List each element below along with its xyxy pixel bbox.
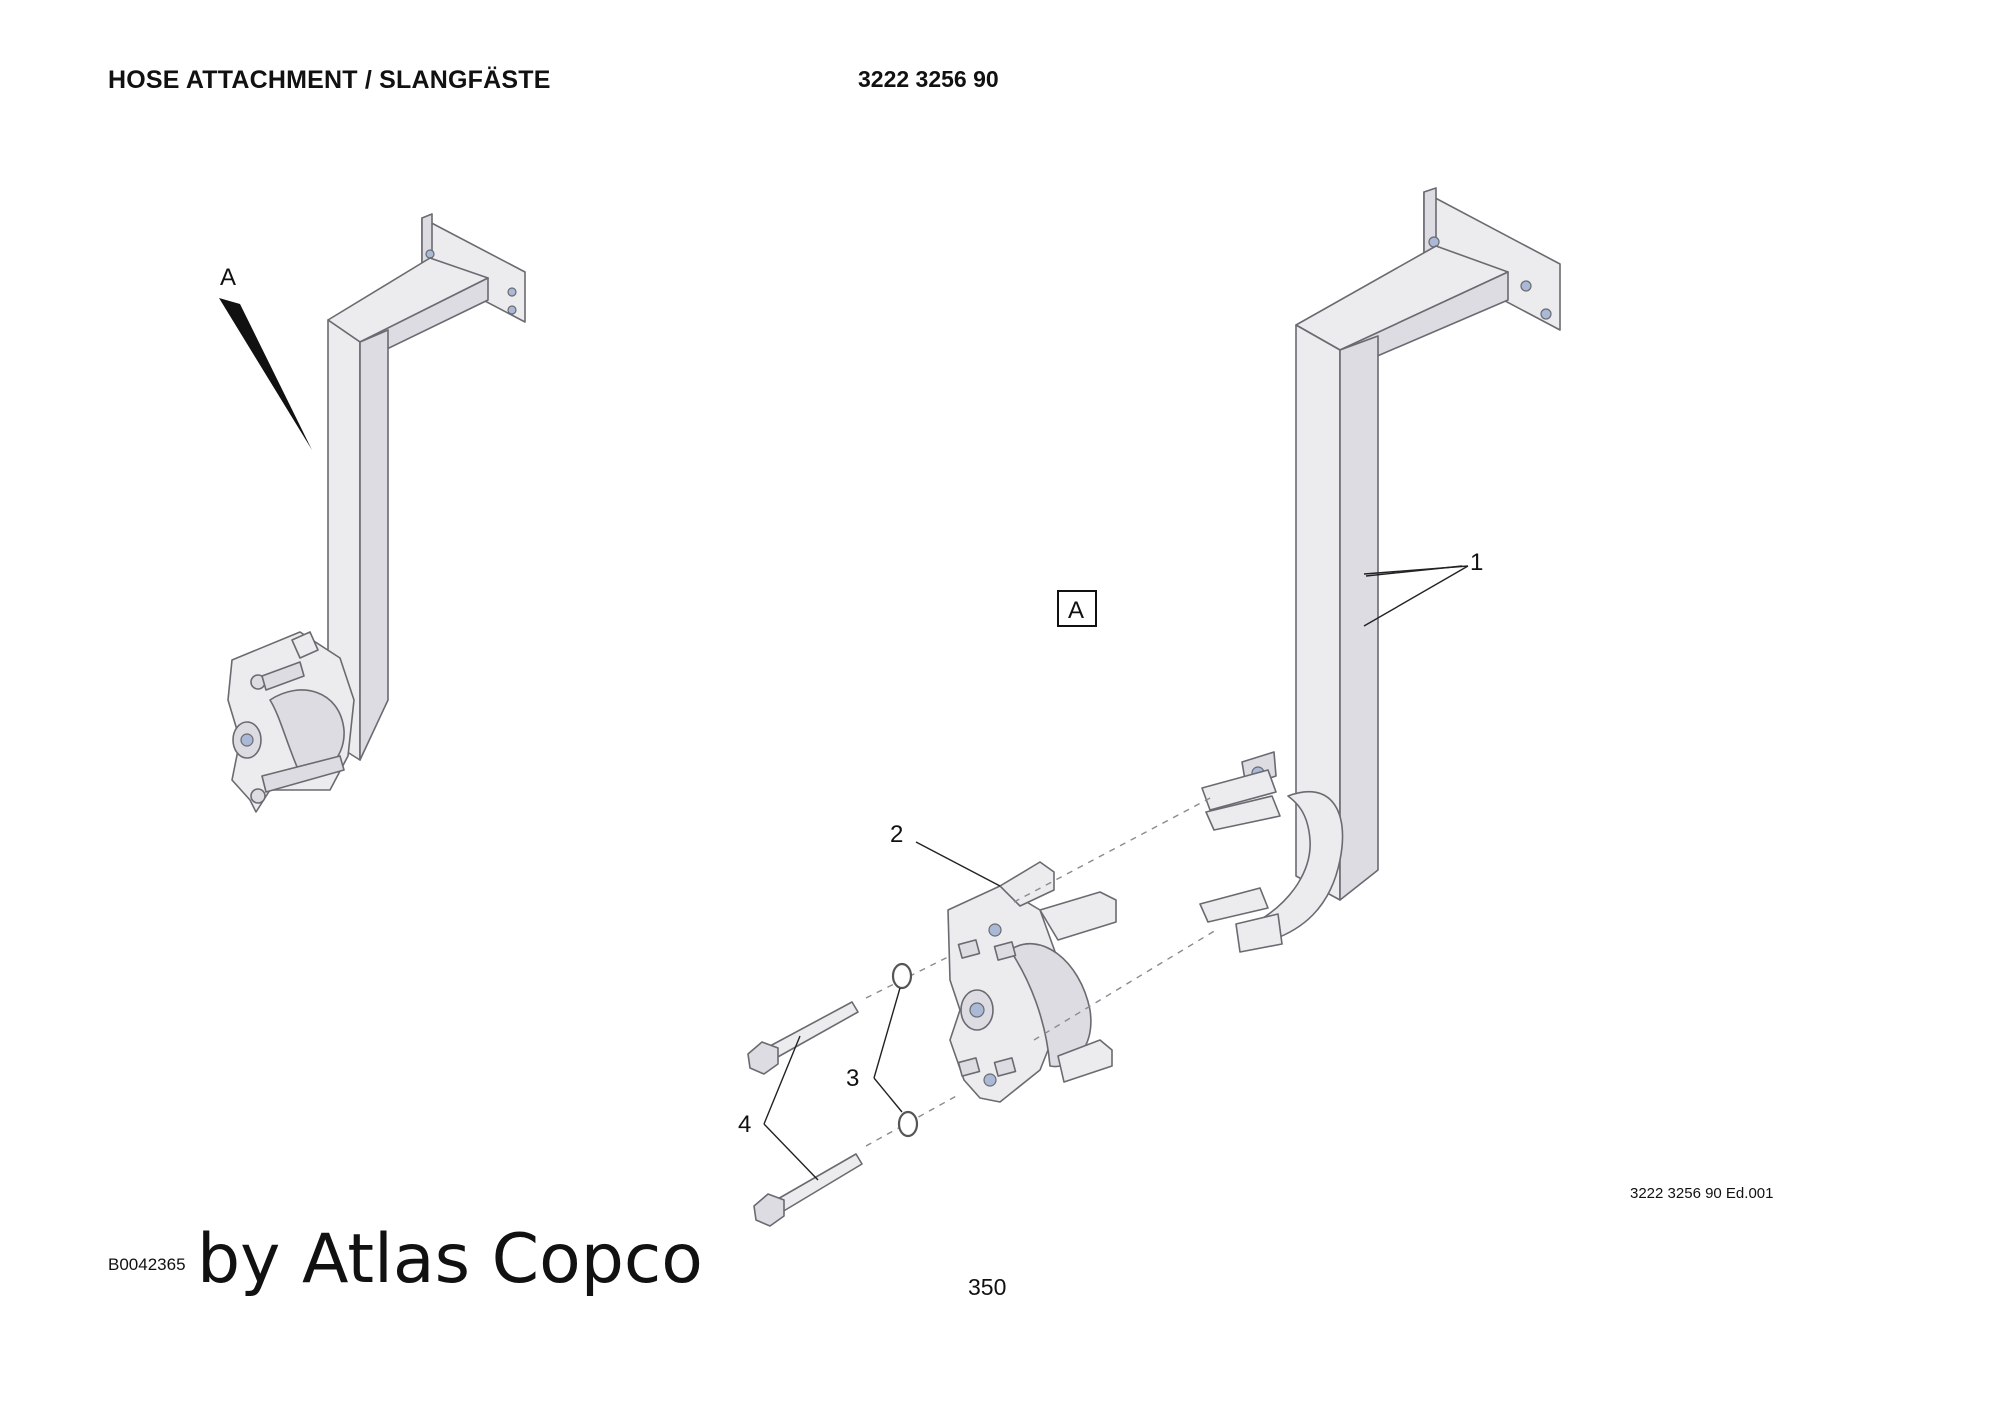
- detail-pointer: [219, 298, 312, 450]
- part-number: 3222 3256 90: [858, 66, 999, 92]
- brand-watermark: by Atlas Copco: [197, 1220, 703, 1299]
- page-number: 350: [968, 1274, 1007, 1300]
- edition-label: 3222 3256 90 Ed.001: [1630, 1185, 1774, 1202]
- washer-part-3: [891, 962, 919, 1138]
- detail-box-label: A: [1068, 597, 1084, 624]
- callout-4: 4: [738, 1111, 751, 1138]
- callout-2: 2: [890, 821, 903, 848]
- bolt-part-4: [747, 1001, 863, 1227]
- page-title: HOSE ATTACHMENT / SLANGFÄSTE: [108, 66, 551, 94]
- callout-3: 3: [846, 1065, 859, 1092]
- detail-box: [1057, 590, 1097, 627]
- detail-label: A: [220, 264, 236, 291]
- clamp-part-2: [947, 861, 1117, 1103]
- assembled-view: [227, 213, 526, 813]
- callout-1: 1: [1470, 549, 1483, 576]
- document-id: B0042365: [108, 1255, 186, 1274]
- bracket-part-1: [1199, 187, 1561, 953]
